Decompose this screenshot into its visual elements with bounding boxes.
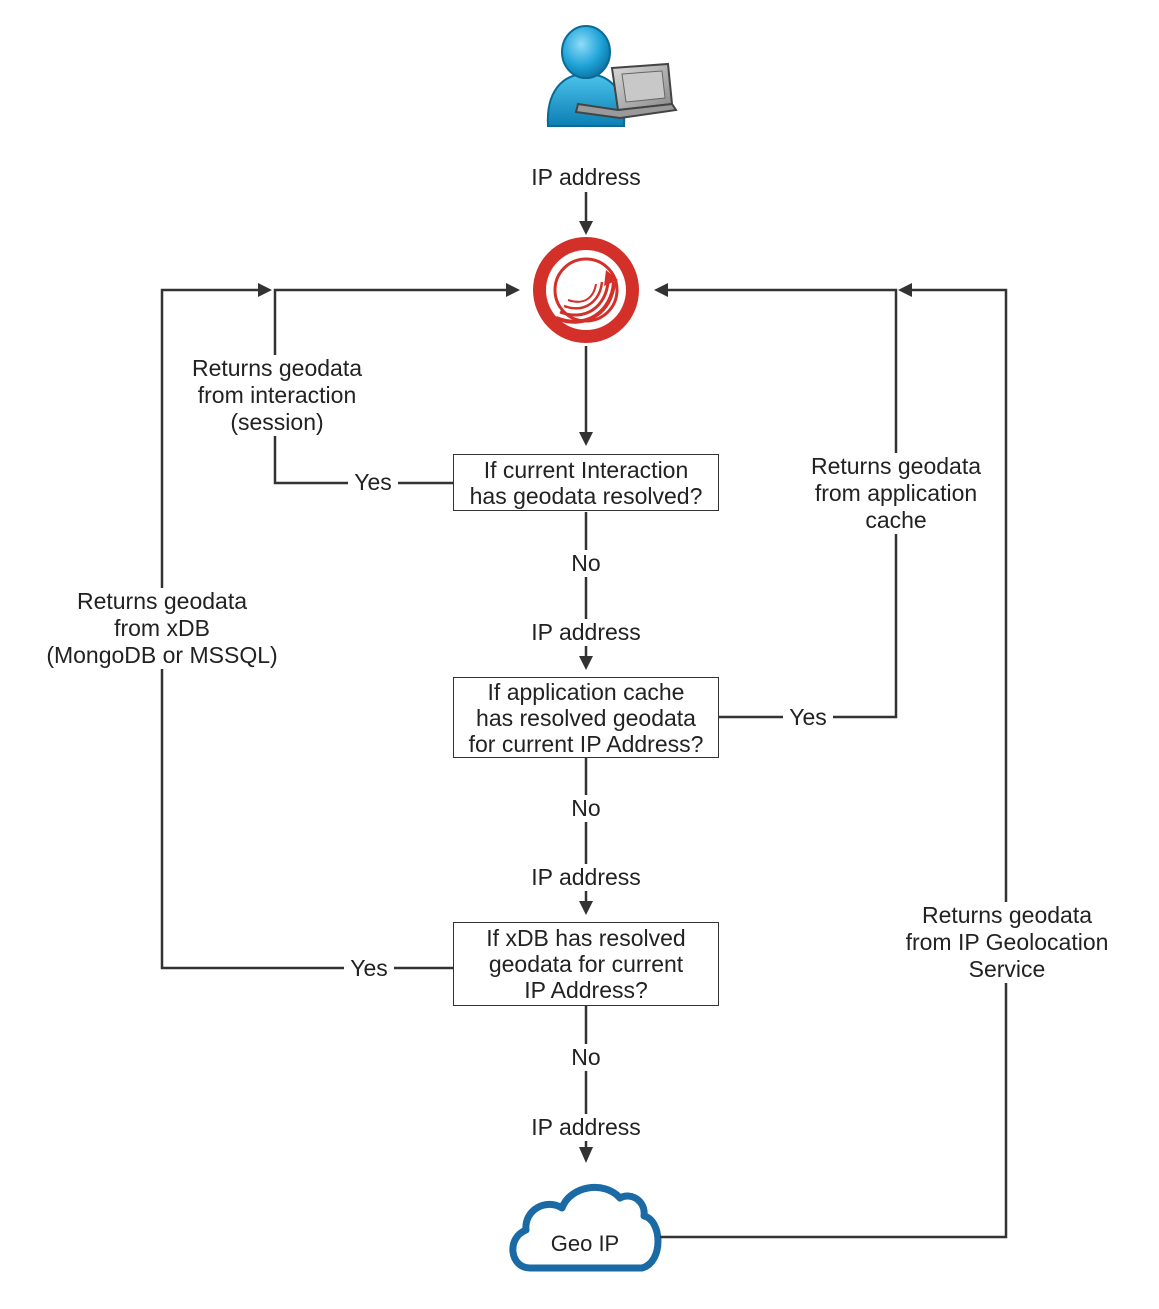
- decision-cache-line-2: has resolved geodata: [476, 704, 696, 731]
- returns-geoservice-line-1: Returns geodata: [921, 902, 1093, 928]
- returns-geoservice-line-3: Service: [968, 956, 1046, 982]
- decision-xdb-line-3: IP Address?: [524, 977, 648, 1003]
- returns-cache-label: Returns geodata from application cache: [800, 453, 992, 534]
- returns-xdb-line-1: Returns geodata: [76, 588, 248, 614]
- decision-interaction-line-1: If current Interaction: [483, 456, 689, 483]
- arrow-to-cloud: [579, 1147, 593, 1163]
- yes-label-xdb: Yes: [344, 955, 394, 982]
- arrow-to-decision-1: [579, 432, 593, 446]
- returns-xdb-label: Returns geodata from xDB (MongoDB or MSS…: [30, 588, 294, 669]
- decision-interaction-line-2: has geodata resolved?: [469, 482, 703, 509]
- decision-cache-box: If application cache has resolved geodat…: [453, 677, 719, 758]
- returns-cache-line-2: from application: [814, 480, 978, 506]
- returns-interaction-line-1: Returns geodata: [191, 355, 363, 381]
- yes-label-cache: Yes: [783, 704, 833, 731]
- decision-interaction-box: If current Interaction has geodata resol…: [453, 454, 719, 511]
- decision-cache-line-3: for current IP Address?: [468, 730, 704, 757]
- decision-xdb-box: If xDB has resolved geodata for current …: [453, 922, 719, 1006]
- no-label-1: No: [566, 550, 606, 577]
- decision-xdb-line-1: If xDB has resolved: [486, 925, 686, 951]
- ip-address-label-2: IP address: [520, 864, 652, 891]
- yes-label-interaction: Yes: [348, 469, 398, 496]
- returns-xdb-line-2: from xDB: [114, 615, 210, 641]
- returns-interaction-line-2: from interaction: [197, 382, 357, 408]
- ip-address-label-top: IP address: [520, 164, 652, 191]
- no-label-3: No: [566, 1044, 606, 1071]
- returns-cache-line-1: Returns geodata: [810, 453, 982, 479]
- arrow-cache-return: [654, 283, 668, 297]
- returns-geoservice-line-2: from IP Geolocation: [905, 929, 1109, 955]
- ip-address-label-1: IP address: [520, 619, 652, 646]
- user-with-laptop-icon: [546, 25, 678, 127]
- returns-interaction-line-3: (session): [230, 409, 324, 435]
- ip-address-label-3: IP address: [520, 1114, 652, 1141]
- returns-interaction-label: Returns geodata from interaction (sessio…: [182, 355, 372, 436]
- arrow-service-return: [898, 283, 912, 297]
- no-label-2: No: [566, 795, 606, 822]
- returns-cache-line-3: cache: [865, 507, 927, 533]
- cloud-icon: [509, 1183, 662, 1272]
- arrow-interaction-return: [506, 283, 520, 297]
- decision-cache-line-1: If application cache: [487, 678, 685, 705]
- decision-xdb-line-2: geodata for current: [488, 951, 684, 977]
- sitecore-logo-icon: [533, 237, 639, 343]
- arrow-to-decision-2: [579, 656, 593, 670]
- arrowheads: [258, 221, 912, 1163]
- returns-geoservice-label: Returns geodata from IP Geolocation Serv…: [880, 902, 1134, 983]
- arrow-xdb-return: [258, 283, 272, 297]
- arrow-to-logo: [579, 221, 593, 235]
- arrow-to-decision-3: [579, 901, 593, 915]
- geo-ip-label: Geo IP: [550, 1231, 620, 1256]
- returns-xdb-line-3: (MongoDB or MSSQL): [46, 642, 278, 668]
